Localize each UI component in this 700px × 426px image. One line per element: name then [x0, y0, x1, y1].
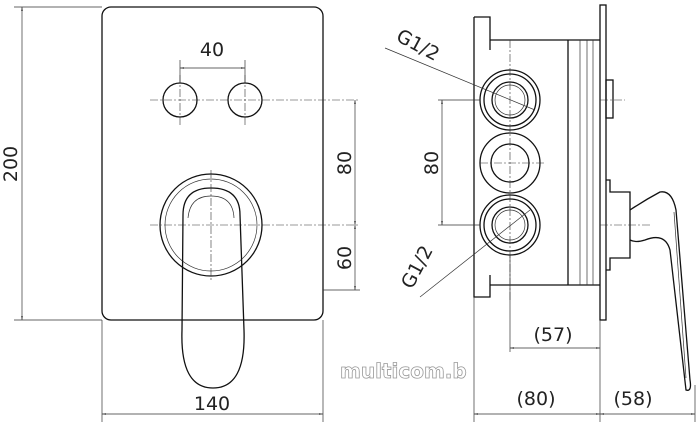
- dim-handle-depth: (58): [613, 388, 652, 410]
- dim-body-depth: (57): [533, 324, 572, 346]
- dim-mixer-to-bottom: 60: [334, 246, 356, 270]
- side-view: G1/2 G1/2 80 (57) (80) (58): [384, 4, 696, 422]
- front-view: 40 200 80 60 140: [0, 6, 360, 422]
- box-body: [473, 16, 600, 298]
- dim-outlet-spacing: 80: [421, 151, 443, 175]
- watermark: multicom.b: [340, 359, 467, 383]
- cover-plate: [101, 6, 324, 321]
- mixer-handle: [181, 187, 245, 389]
- dim-button-spacing: 40: [200, 39, 224, 61]
- dim-total-height: 200: [0, 146, 22, 182]
- dim-button-to-mixer: 80: [334, 151, 356, 175]
- thread-label-bottom: G1/2: [397, 242, 438, 292]
- dim-box-depth: (80): [516, 388, 555, 410]
- wall-plate: [599, 4, 607, 321]
- thread-label-top: G1/2: [393, 25, 443, 66]
- side-handle: [629, 191, 692, 391]
- button-stub: [605, 79, 614, 119]
- dim-width: 140: [194, 393, 230, 415]
- outlet-ports: [479, 40, 545, 300]
